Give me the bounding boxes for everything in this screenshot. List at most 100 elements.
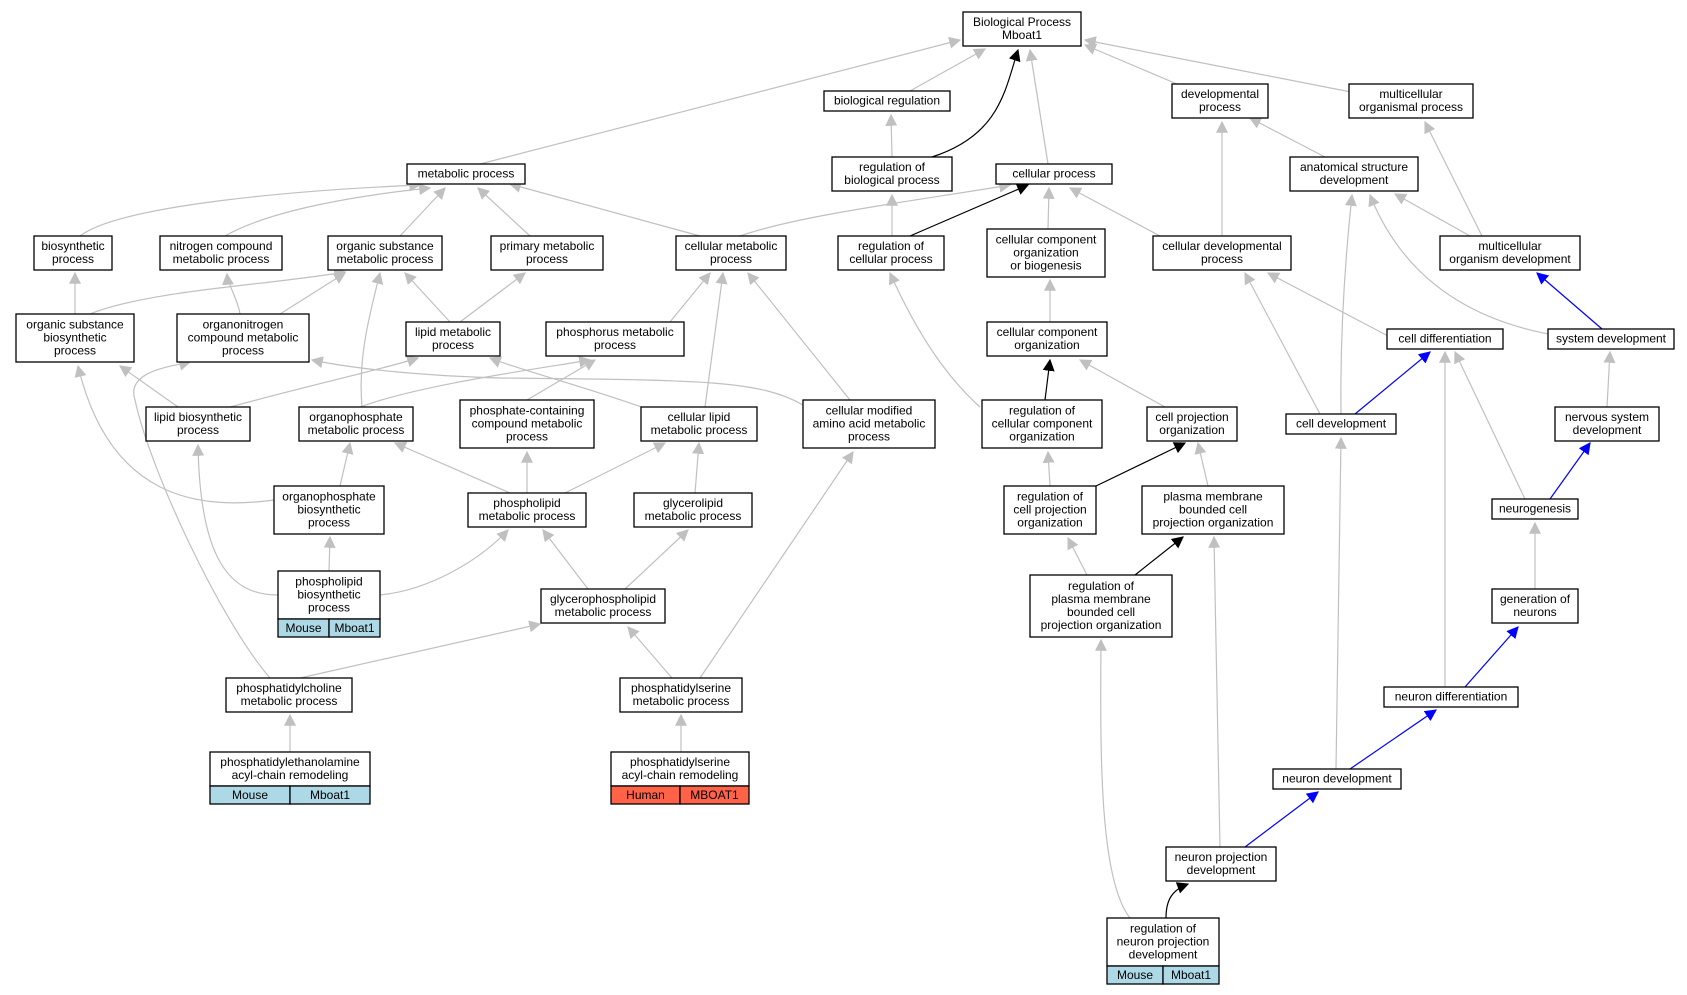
edge-multi-to-bp [1083, 36, 1352, 93]
node-box [33, 235, 113, 271]
node-label-line: biological regulation [834, 94, 940, 108]
node-label-line: process [506, 430, 548, 444]
node-label-line: development [1320, 173, 1389, 187]
edge-neurogenesis-to-nsd [1549, 442, 1591, 500]
edge-orgphosbio-to-orgsubbio [74, 364, 275, 504]
node-bioreg[interactable]: biological regulation [823, 90, 951, 112]
edge-cellmet-to-metab [508, 181, 701, 237]
node-label-line: cellular modified [826, 404, 913, 418]
edge-pmbcpo-to-cpo [1194, 441, 1209, 487]
node-box [1165, 846, 1277, 882]
node-box [831, 156, 953, 192]
edge-neudev-to-neudiff [1349, 709, 1437, 770]
node-label-line: regulation of [858, 239, 925, 253]
node-neudiff[interactable]: neuron differentiation [1383, 686, 1519, 708]
node-neurogenesis[interactable]: neurogenesis [1491, 498, 1579, 520]
node-label-line: phosphatidylserine [631, 681, 731, 695]
edge-glycerolipid-to-celllipid [692, 441, 705, 494]
node-label-line: cellular process [1012, 167, 1095, 181]
node-label-line: multicellular [1379, 87, 1442, 101]
node-label-line: organic substance [26, 318, 124, 332]
edge-celldev-to-celldiff [1354, 351, 1431, 415]
edge-regcco-to-cco [1042, 358, 1055, 401]
edge-metab-to-bp [479, 36, 962, 165]
edge-celllipid-to-cellmet [704, 271, 728, 408]
node-box [633, 492, 753, 528]
edge-primary-to-metab [477, 187, 531, 237]
node-label-line: process [432, 338, 474, 352]
edge-celldev-to-anat [1340, 193, 1357, 415]
edge-phoslipbio-to-orgphosbio [323, 535, 336, 572]
edge-orgphos-to-orgsub [360, 271, 384, 408]
node-box [1146, 406, 1238, 442]
node-label-line: compound metabolic [472, 417, 583, 431]
node-label-line: metabolic process [241, 694, 338, 708]
edge-anat-to-dev [1248, 117, 1326, 158]
node-label-line: biosynthetic [43, 331, 106, 345]
edge-orgnitro-to-nitro [222, 272, 241, 315]
node-cellproc[interactable]: cellular process [995, 163, 1113, 185]
node-celldiff[interactable]: cell differentiation [1386, 328, 1504, 350]
node-metab[interactable]: metabolic process [406, 163, 526, 185]
node-sysdev[interactable]: system development [1547, 328, 1675, 350]
node-label-line: organization [1014, 338, 1079, 352]
node-box [1386, 328, 1504, 350]
node-neudev[interactable]: neuron development [1272, 768, 1402, 790]
edge-neuprojdev-to-neudev [1244, 791, 1319, 848]
node-label-line: cell projection [1013, 503, 1086, 517]
node-label-line: development [1129, 948, 1198, 962]
edge-glycphos-to-phoslip [542, 529, 589, 590]
node-celldev[interactable]: cell development [1285, 413, 1397, 435]
edge-regneuproj-to-neuprojdev [1165, 882, 1190, 919]
edge-celldev-to-celldevproc [1244, 271, 1321, 415]
node-label-line: process [1201, 252, 1243, 266]
node-box [837, 235, 945, 271]
node-label-line: phospholipid [493, 496, 560, 510]
node-label-line: process [222, 344, 264, 358]
node-label-line: metabolic process [555, 605, 652, 619]
node-box [1491, 498, 1579, 520]
